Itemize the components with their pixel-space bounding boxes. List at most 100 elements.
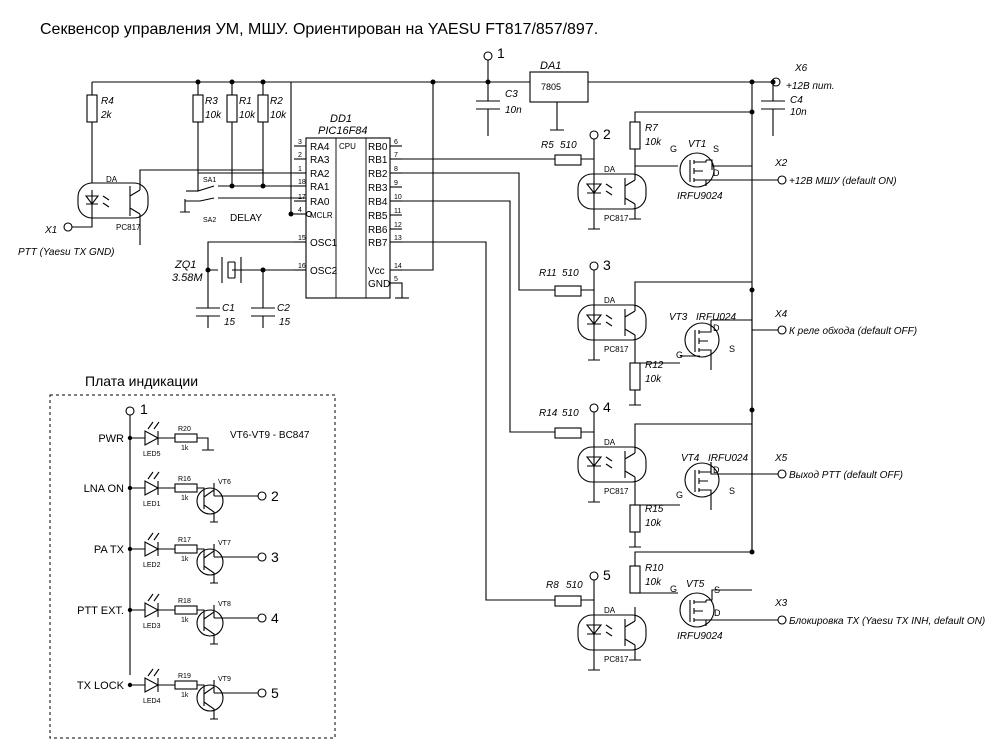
channel-optocoupler: [577, 614, 647, 651]
mcu-pin-name: OSC1: [310, 238, 338, 249]
opto-node-label: 4: [603, 399, 611, 415]
mcu-pin-name: RA2: [310, 169, 330, 180]
opto-led: [585, 447, 603, 482]
r14-val: 510: [562, 408, 579, 419]
r4-val: 2k: [100, 110, 113, 121]
vt4-g: G: [676, 490, 683, 500]
vt3-s: S: [729, 344, 735, 354]
mcu-pin-number: 17: [298, 194, 306, 201]
opto-phototransistor: [624, 178, 636, 205]
indicator-led-ref: LED1: [143, 501, 161, 508]
indicator-led-ref: LED2: [143, 562, 161, 569]
channel-vt4: [684, 410, 770, 552]
input-opto-prefix: DA: [106, 175, 118, 184]
r7-body: [629, 121, 641, 150]
vt5-d: D: [714, 608, 721, 618]
opto-output-wire: [629, 607, 641, 661]
indicator-transistor-note: VT6-VT9 - BC847: [230, 430, 310, 441]
pulldown-ground: [629, 532, 641, 548]
mcu-pin-name: RB4: [368, 197, 388, 208]
mcu-pin-name: RB5: [368, 211, 388, 222]
opto-led: [585, 305, 603, 340]
pulldown-ground: [629, 390, 641, 406]
mcu-pin-number: 8: [394, 166, 398, 173]
opto-prefix: DA: [604, 165, 616, 174]
indicator-transistor: [196, 487, 224, 515]
c4-ref: C4: [790, 95, 803, 106]
mcu-pin-name: RB3: [368, 183, 388, 194]
opto-light-arrows: [605, 314, 613, 327]
mcu-pin-number: 18: [298, 179, 306, 186]
node-1-label: 1: [497, 45, 505, 61]
r11-val: 510: [562, 268, 579, 279]
opto-input-resistor: [554, 427, 582, 439]
indicator-resistor: [174, 680, 198, 690]
indicator-collector-wire: [213, 551, 258, 558]
opto-node-label: 5: [603, 567, 611, 583]
vt3-ref: VT3: [669, 312, 688, 323]
opto-phototransistor: [624, 619, 636, 646]
indicator-node-terminal: [257, 688, 267, 698]
mcu-pin-number: 7: [394, 152, 398, 159]
x4-label: К реле обхода (default OFF): [789, 325, 917, 337]
led-light-arrows: [147, 593, 160, 602]
mcu-pin-name: RA1: [310, 182, 330, 193]
r3-val: 10k: [205, 110, 222, 121]
indicator-collector-wire: [213, 612, 258, 619]
opto-output-wire: [629, 166, 641, 220]
c3-ref: C3: [505, 89, 518, 100]
indicator-led-ref: LED5: [143, 451, 161, 458]
indicator-junction: [127, 546, 133, 552]
indicator-transistor: [196, 684, 224, 712]
vt1-s: S: [713, 144, 719, 154]
indicator-res-val: 1k: [181, 617, 189, 624]
regulator-da1: [529, 71, 589, 103]
indicator-row-label: LNA ON: [84, 483, 124, 495]
vt3-g: G: [676, 350, 683, 360]
mcu-pin-name: RA4: [310, 142, 330, 153]
indicator-vt-ref: VT7: [218, 540, 231, 547]
channel-optocoupler: [577, 173, 647, 210]
r2-val: 10k: [270, 110, 287, 121]
mcu-pin-number: 6: [394, 139, 398, 146]
vt3-part: IRFU024: [696, 312, 736, 323]
indicator-led: [130, 541, 175, 557]
opto-output-wire: [634, 423, 752, 506]
indicator-vt-ref: VT8: [218, 601, 231, 608]
indicator-led-ref: LED3: [143, 623, 161, 630]
opto-prefix: DA: [604, 438, 616, 447]
c4-val: 10n: [790, 107, 807, 118]
c2-ref: C2: [277, 303, 290, 314]
r12-ref: R12: [645, 360, 664, 371]
r15-val: 10k: [645, 518, 662, 529]
r5-ref: R5: [541, 140, 554, 151]
opto-part: PC817: [604, 214, 629, 223]
indicator-led: [130, 677, 175, 693]
x2-label: +12В МШУ (default ON): [789, 176, 897, 187]
opto-phototransistor: [624, 451, 636, 478]
c2-val: 15: [279, 317, 291, 328]
indicator-node-label: 4: [271, 610, 279, 626]
mcu-pin-number: 3: [298, 139, 302, 146]
indicator-led: [130, 602, 175, 618]
opto-input-resistor: [554, 595, 582, 607]
opto-led: [585, 615, 603, 650]
r10-body: [629, 565, 641, 594]
opto-node-terminal: [589, 571, 599, 581]
indicator-resistor: [174, 544, 198, 554]
indicator-ground: [197, 437, 214, 451]
mcu-pin-number: 9: [394, 180, 398, 187]
mcu-pin-name: RB7: [368, 238, 388, 249]
indicator-led-ref: LED4: [143, 698, 161, 705]
c1-val: 15: [224, 317, 236, 328]
indicator-res-ref: R20: [178, 426, 191, 433]
indicator-transistor: [196, 548, 224, 576]
opto-output-wire: [634, 281, 752, 364]
indicator-vt-ref: VT9: [218, 676, 231, 683]
r15-ref: R15: [645, 504, 664, 515]
mcu-pin-name: RB1: [368, 155, 388, 166]
indicator-title: Плата индикации: [85, 373, 198, 389]
indicator-res-val: 1k: [181, 556, 189, 563]
